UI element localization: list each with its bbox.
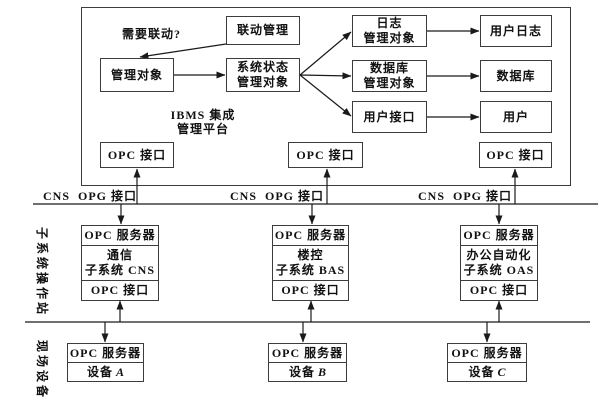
device-b-letter: B [318, 364, 327, 379]
device-a-letter: A [116, 364, 125, 379]
bus-label-left: CNS OPG 接口 [43, 189, 138, 203]
subsystem-right-opc-interface: OPC 接口 [460, 280, 538, 301]
subsystem-right-name: 办公自动化 子系统 OAS [460, 245, 538, 281]
linkage-mgmt-box: 联动管理 [226, 16, 300, 45]
subsystem-left-name: 通信 子系统 CNS [81, 245, 159, 281]
device-c-opc-server: OPC 服务器 [447, 343, 527, 363]
device-c-letter: C [497, 364, 506, 379]
device-a-label: 设备 [86, 364, 113, 379]
user-interface-box: 用户接口 [352, 101, 427, 133]
database-box: 数据库 [480, 60, 552, 92]
subsystem-left-opc-server: OPC 服务器 [81, 225, 159, 246]
db-mgmt-box: 数据库 管理对象 [352, 60, 427, 92]
subsystem-mid-opc-server: OPC 服务器 [272, 225, 349, 246]
system-status-box: 系统状态 管理对象 [226, 58, 300, 92]
bus-label-mid: CNS OPG 接口 [230, 189, 325, 203]
user-log-box: 用户日志 [480, 15, 552, 47]
field-device-tier-label: 现场设备 [35, 340, 49, 400]
subsystem-left-opc-interface: OPC 接口 [81, 280, 159, 301]
bus-label-right: CNS OPG 接口 [418, 189, 513, 203]
device-a-opc-server: OPC 服务器 [67, 343, 144, 363]
device-b-opc-server: OPC 服务器 [268, 343, 347, 363]
platform-opc-interface-left: OPC 接口 [100, 142, 174, 168]
platform-title: IBMS 集成 管理平台 [170, 108, 236, 137]
subsystem-station-tier-label: 子系统操作站 [35, 227, 49, 318]
log-mgmt-box: 日志 管理对象 [352, 15, 427, 47]
managed-object-box: 管理对象 [100, 58, 174, 92]
subsystem-right-opc-server: OPC 服务器 [460, 225, 538, 246]
platform-opc-interface-right: OPC 接口 [479, 142, 552, 168]
platform-opc-interface-mid: OPC 接口 [288, 142, 363, 168]
subsystem-mid-name: 楼控 子系统 BAS [272, 245, 349, 281]
user-box: 用户 [480, 101, 552, 133]
subsystem-mid-opc-interface: OPC 接口 [272, 280, 349, 301]
device-c-label: 设备 [468, 364, 495, 379]
device-b-label: 设备 [288, 364, 315, 379]
question-label: 需要联动? [122, 27, 182, 41]
